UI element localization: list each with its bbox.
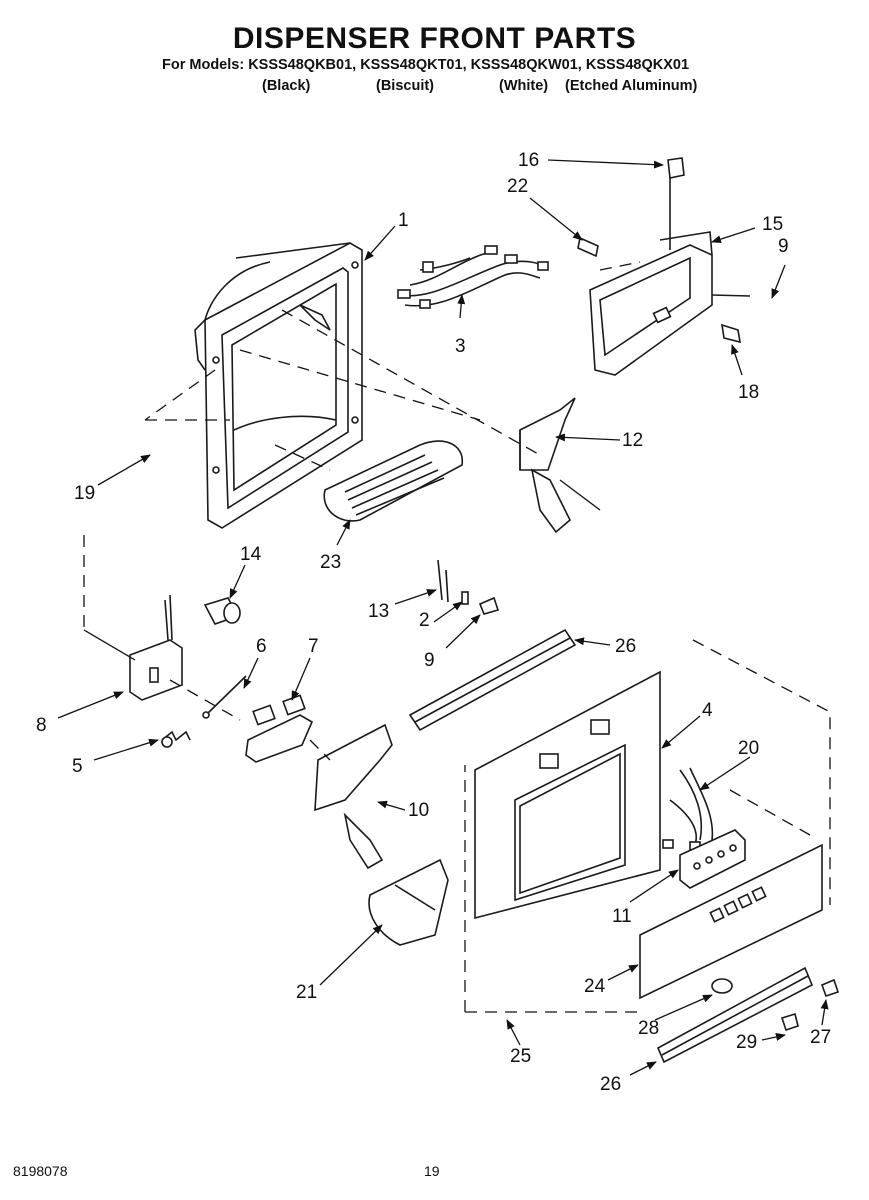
callout-1: 1 — [398, 210, 409, 231]
finish-biscuit: (Biscuit) — [376, 78, 434, 94]
leader-arrows — [57, 159, 829, 1076]
callout-28: 28 — [638, 1018, 659, 1039]
callout-14: 14 — [240, 544, 262, 565]
callout-27: 27 — [810, 1027, 831, 1048]
finish-white: (White) — [499, 78, 549, 94]
finish-black: (Black) — [262, 78, 311, 94]
part-control-panel — [474, 670, 661, 920]
part-clip-and-screw — [437, 559, 500, 615]
callout-2: 2 — [419, 610, 430, 631]
part-cover-outline — [464, 639, 831, 1013]
alignment-lines — [83, 261, 811, 836]
callout-29: 29 — [736, 1032, 757, 1053]
callout-12: 12 — [622, 430, 643, 451]
callout-9-mid: 9 — [424, 650, 435, 671]
callout-15: 15 — [762, 214, 783, 235]
callout-9-top: 9 — [778, 236, 789, 257]
callout-5: 5 — [72, 756, 83, 777]
part-drip-tray — [323, 440, 463, 522]
part-pin — [202, 675, 247, 719]
callout-4: 4 — [702, 700, 713, 721]
callout-7: 7 — [308, 636, 319, 657]
callout-23: 23 — [320, 552, 341, 573]
callout-18: 18 — [738, 382, 759, 403]
part-rail-bottom — [656, 966, 840, 1064]
callout-24: 24 — [584, 976, 606, 997]
part-lamp-module — [129, 594, 183, 701]
callout-13: 13 — [368, 601, 389, 622]
part-hinge — [245, 694, 314, 763]
callout-25: 25 — [510, 1046, 531, 1067]
part-control-harness — [662, 767, 714, 851]
page-number: 19 — [424, 1163, 440, 1179]
document-number: 8198078 — [13, 1163, 68, 1179]
callout-26-top: 26 — [615, 636, 636, 657]
part-wire-harness — [397, 245, 549, 309]
page-title: DISPENSER FRONT PARTS — [232, 22, 637, 55]
callout-20: 20 — [738, 738, 759, 759]
part-chute-cup — [368, 858, 449, 946]
callout-3: 3 — [455, 336, 466, 357]
part-membrane-overlay — [639, 843, 823, 1000]
part-rail-top — [408, 628, 577, 732]
callout-22: 22 — [507, 176, 528, 197]
callout-26-bottom: 26 — [600, 1074, 621, 1095]
part-housing-frame — [194, 242, 363, 529]
callout-11: 11 — [612, 906, 632, 927]
part-solenoid — [203, 597, 241, 625]
models-line: For Models: KSSS48QKB01, KSSS48QKT01, KS… — [162, 57, 690, 73]
finish-etched-aluminum: (Etched Aluminum) — [565, 78, 698, 94]
part-switch-bracket — [577, 157, 751, 376]
part-lever-arm — [314, 723, 393, 870]
callout-labels: 1 2 3 4 5 6 7 8 9 9 10 11 12 13 14 15 16… — [36, 150, 831, 1095]
part-switch-board — [679, 829, 746, 889]
callout-21: 21 — [296, 982, 317, 1003]
callout-16: 16 — [518, 150, 539, 171]
part-spring — [161, 730, 191, 748]
callout-6: 6 — [256, 636, 267, 657]
callout-19: 19 — [74, 483, 95, 504]
callout-8: 8 — [36, 715, 47, 736]
part-actuator-lever — [519, 397, 576, 534]
callout-10: 10 — [408, 800, 429, 821]
